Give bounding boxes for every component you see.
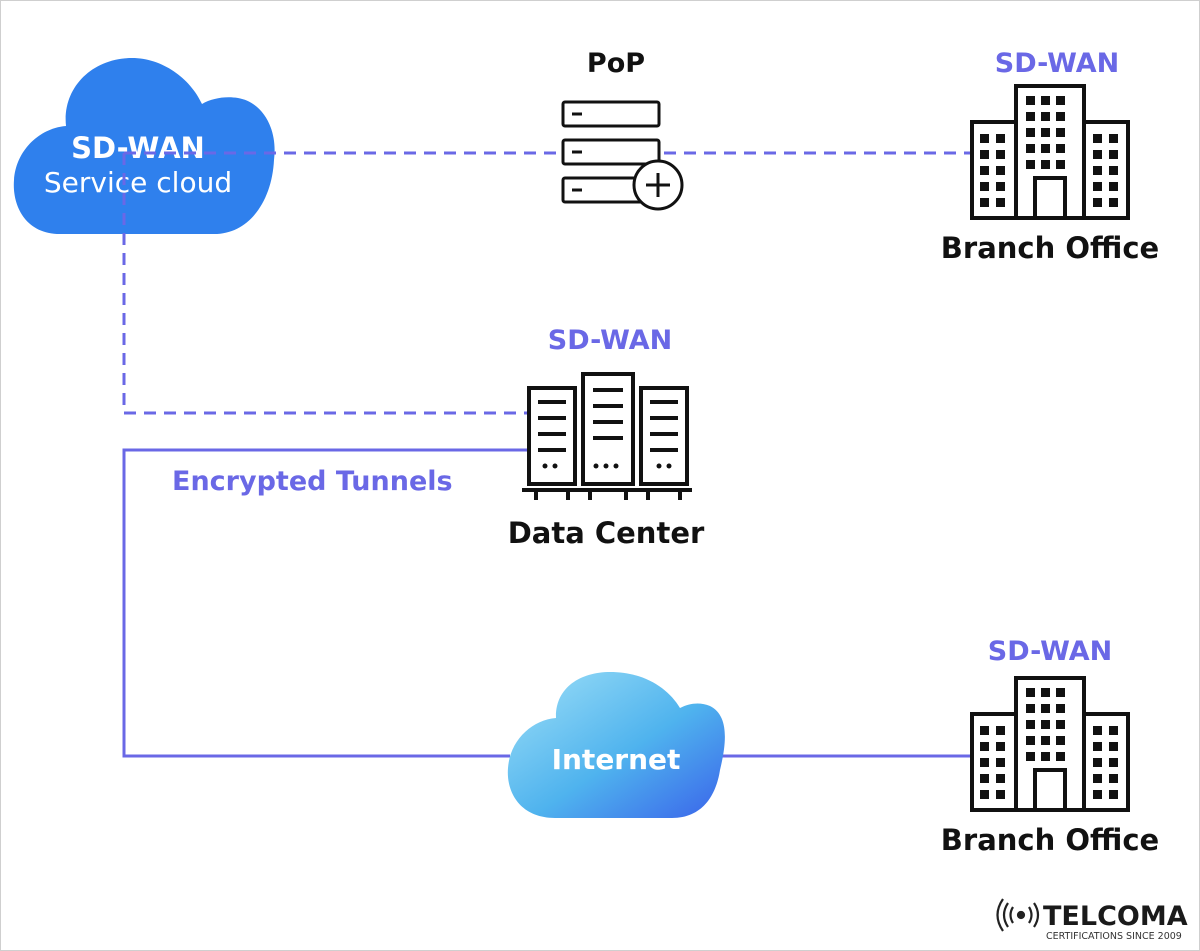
telcoma-logo: TELCOMA CERTIFICATIONS SINCE 2009: [996, 898, 1188, 942]
branch-top-label: Branch Office: [941, 231, 1159, 265]
service-cloud-subtitle: Service cloud: [44, 166, 232, 199]
branch-bottom-building-icon: [970, 676, 1130, 812]
telcoma-tagline: CERTIFICATIONS SINCE 2009: [1046, 931, 1182, 942]
branch-bottom-sdwan-tag: SD-WAN: [988, 636, 1112, 667]
internet-label: Internet: [552, 743, 681, 776]
datacenter-label: Data Center: [508, 516, 705, 550]
branch-top-building-icon: [970, 84, 1130, 220]
telcoma-brand-name: TELCOMA: [1043, 901, 1188, 932]
broadcast-icon: [996, 898, 1040, 932]
branch-bottom-label: Branch Office: [941, 823, 1159, 857]
pop-server-icon: [561, 100, 684, 211]
service-cloud-title: SD-WAN: [71, 131, 205, 165]
tunnel-line-datacenter-internet: [122, 448, 528, 758]
pop-label: PoP: [587, 48, 645, 79]
service-cloud-shape: [13, 58, 275, 234]
datacenter-server-rack-icon: [522, 372, 692, 500]
internet-cloud-shape: [507, 672, 725, 818]
datacenter-sdwan-tag: SD-WAN: [548, 325, 672, 356]
encrypted-tunnels-label: Encrypted Tunnels: [172, 466, 453, 497]
branch-top-sdwan-tag: SD-WAN: [995, 48, 1119, 79]
